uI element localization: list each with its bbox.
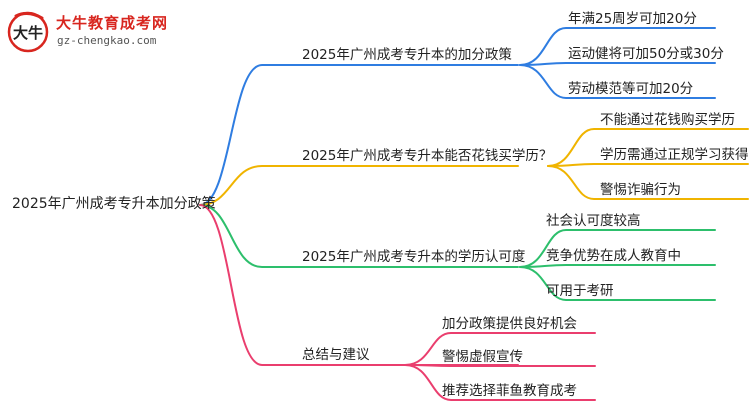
leaf-label-4-2: 警惕虚假宣传 xyxy=(442,349,523,365)
leaf-label-1-1: 年满25周岁可加20分 xyxy=(568,11,697,27)
branch-connector-4 xyxy=(199,204,519,366)
branch-label-3: 2025年广州成考专升本的学历认可度 xyxy=(302,249,526,265)
branch-label-4: 总结与建议 xyxy=(302,347,370,363)
leaf-connector-3-3 xyxy=(519,266,716,301)
leaf-label-4-3: 推荐选择菲鱼教育成考 xyxy=(442,383,577,399)
leaf-connector-1-3 xyxy=(519,64,716,99)
logo-mark-text: 大牛 xyxy=(13,24,43,42)
logo-mark-icon: 大牛 xyxy=(7,11,49,53)
logo-title: 大牛教育成考网 xyxy=(56,14,169,32)
leaf-label-1-3: 劳动模范等可加20分 xyxy=(568,81,694,97)
leaf-connector-1-1 xyxy=(519,27,716,66)
mindmap-root-label: 2025年广州成考专升本加分政策 xyxy=(12,196,216,212)
leaf-connector-4-3 xyxy=(404,364,596,401)
branch-connector-3 xyxy=(199,204,519,268)
branch-label-2: 2025年广州成考专升本能否花钱买学历？ xyxy=(302,148,553,164)
leaf-connector-2-1 xyxy=(547,128,749,167)
logo-url: gz-chengkao.com xyxy=(57,34,157,47)
leaf-connector-3-1 xyxy=(519,229,716,268)
leaf-label-2-1: 不能通过花钱购买学历 xyxy=(600,112,735,128)
leaf-connector-4-1 xyxy=(404,332,596,366)
leaf-connector-1-2 xyxy=(519,62,716,66)
leaf-label-3-3: 可用于考研 xyxy=(546,283,614,299)
leaf-label-4-1: 加分政策提供良好机会 xyxy=(442,316,577,332)
leaf-connector-2-3 xyxy=(547,165,749,200)
leaf-label-3-2: 竞争优势在成人教育中 xyxy=(546,248,681,264)
site-logo[interactable]: 大牛 大牛教育成考网 gz-chengkao.com xyxy=(6,8,206,54)
branch-connector-1 xyxy=(199,64,519,206)
leaf-label-2-3: 警惕诈骗行为 xyxy=(600,182,681,198)
leaf-label-1-2: 运动健将可加50分或30分 xyxy=(568,46,724,62)
leaf-connector-2-2 xyxy=(547,163,749,167)
leaf-label-2-2: 学历需通过正规学习获得 xyxy=(600,147,749,163)
branch-label-1: 2025年广州成考专升本的加分政策 xyxy=(302,47,512,63)
leaf-label-3-1: 社会认可度较高 xyxy=(546,213,641,229)
leaf-connector-3-2 xyxy=(519,264,716,268)
branch-connector-2 xyxy=(199,165,519,206)
